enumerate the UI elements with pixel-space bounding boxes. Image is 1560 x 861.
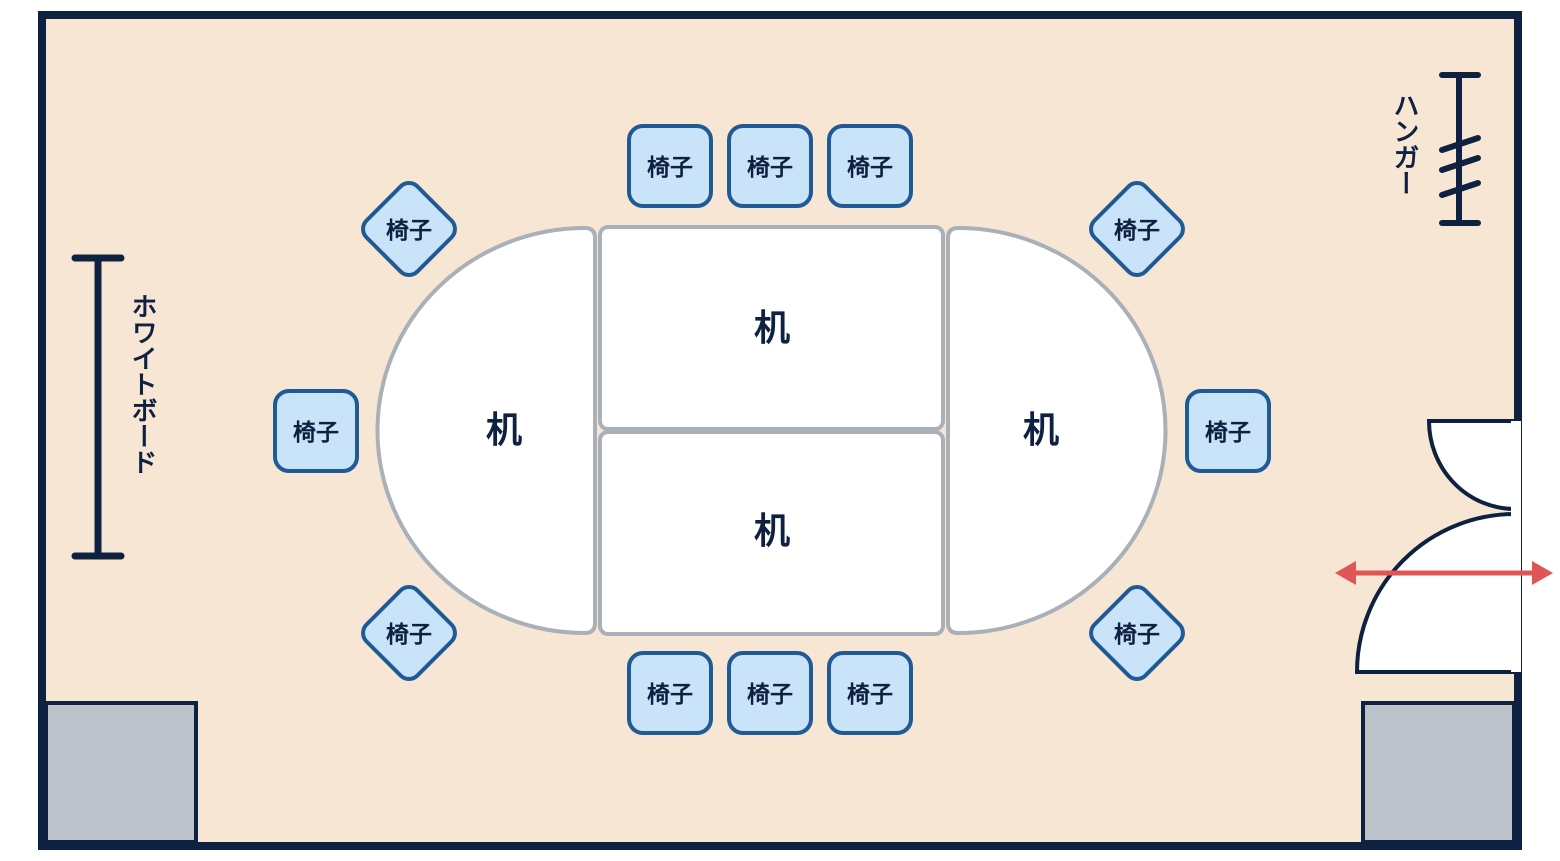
chair-bottom-2 [727, 651, 813, 735]
desk-label-top: 机 [754, 308, 790, 349]
chair-top-3 [827, 124, 913, 208]
door-opening [1511, 421, 1521, 672]
door-swing-icon [1354, 419, 1517, 674]
chair-label: 椅子 [386, 622, 432, 648]
desk-right [946, 225, 1168, 636]
chair-label: 椅子 [1114, 218, 1160, 244]
chair-lower-right [1089, 585, 1185, 681]
desk-bottom-center [598, 430, 945, 636]
desk-label-right: 机 [1023, 410, 1059, 451]
chair-upper-left [361, 181, 457, 277]
pillar-right [1361, 701, 1516, 844]
chair-right [1185, 389, 1271, 473]
chair-bottom-1 [627, 651, 713, 735]
chair-label: 椅子 [747, 682, 793, 708]
desk-label-left: 机 [486, 410, 522, 451]
chair-upper-right [1089, 181, 1185, 277]
hanger-symbol [1439, 72, 1481, 226]
chair-top-1 [627, 124, 713, 208]
chair-label: 椅子 [1205, 420, 1251, 446]
whiteboard-label: ホワイトボード [127, 293, 157, 475]
chair-label: 椅子 [1114, 622, 1160, 648]
chair-top-2 [727, 124, 813, 208]
hanger-label: ハンガー [1389, 92, 1419, 196]
chair-lower-left [361, 585, 457, 681]
chair-label: 椅子 [386, 218, 432, 244]
desks [375, 225, 1168, 636]
chair-label: 椅子 [747, 155, 793, 181]
desk-left [375, 225, 597, 636]
chair-label: 椅子 [647, 155, 693, 181]
chair-label: 椅子 [647, 682, 693, 708]
desk-label-bottom: 机 [754, 511, 790, 552]
double-arrow-icon [1335, 561, 1553, 585]
chair-label: 椅子 [293, 420, 339, 446]
chair-left [273, 389, 359, 473]
chair-bottom-3 [827, 651, 913, 735]
pillar-left [44, 701, 198, 844]
whiteboard-symbol [71, 254, 125, 560]
chair-label: 椅子 [847, 682, 893, 708]
chair-label: 椅子 [847, 155, 893, 181]
desk-top-center [598, 225, 945, 431]
